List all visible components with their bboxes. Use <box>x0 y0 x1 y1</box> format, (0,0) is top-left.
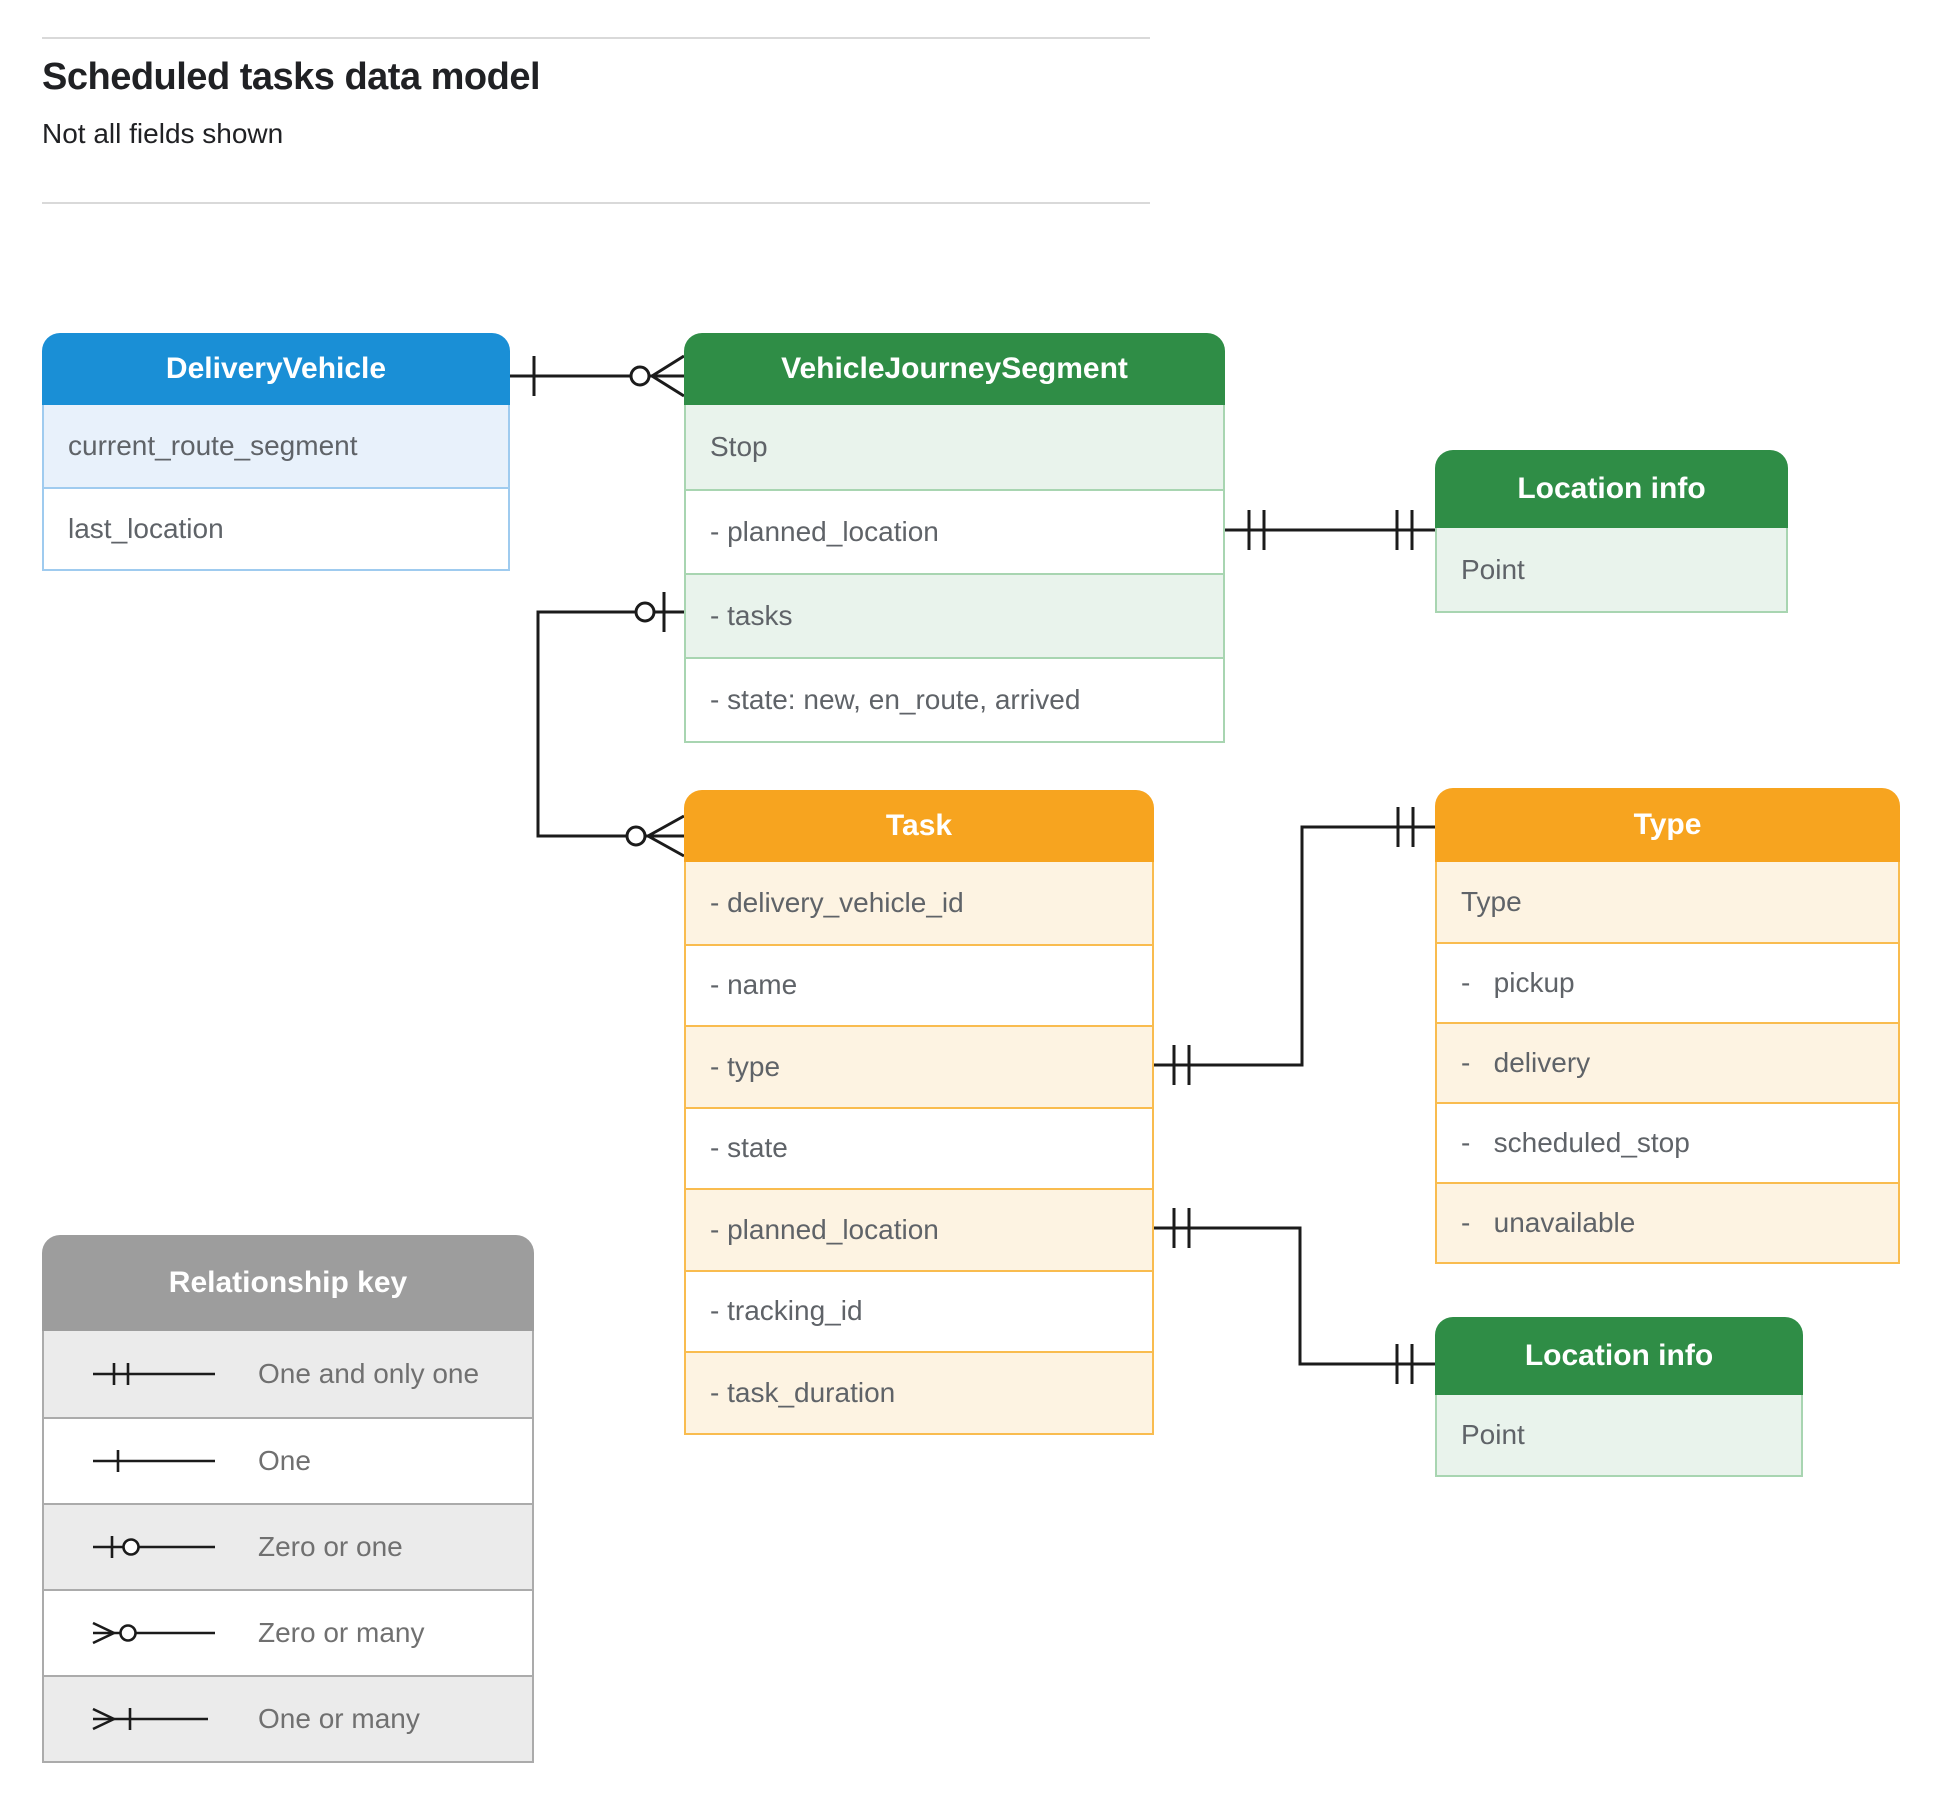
legend-item: One or many <box>44 1675 532 1761</box>
legend-item-label: One and only one <box>258 1358 480 1389</box>
connector-task-type <box>1154 807 1435 1085</box>
field-row: - state: new, en_route, arrived <box>686 657 1223 741</box>
relationship-key-title: Relationship key <box>42 1235 534 1331</box>
field-row: last_location <box>44 487 508 569</box>
entity-delivery-vehicle-title: DeliveryVehicle <box>42 333 510 405</box>
connector-deliveryvehicle-vehiclejourneysegment <box>510 354 685 398</box>
field-row: - unavailable <box>1437 1182 1898 1262</box>
cardinality-one-icon <box>93 1450 215 1472</box>
cardinality-zero-or-one-icon <box>93 1536 215 1558</box>
page-subtitle: Not all fields shown <box>42 118 284 149</box>
legend-item: Zero or one <box>44 1503 532 1589</box>
entity-task: Task - delivery_vehicle_id - name - type… <box>684 790 1154 1435</box>
subtitle-rule <box>42 202 1150 204</box>
entity-location-info-bottom: Location info Point <box>1435 1317 1803 1477</box>
entity-task-title: Task <box>684 790 1154 862</box>
field-row: - planned_location <box>686 489 1223 573</box>
entity-location-info-top: Location info Point <box>1435 450 1788 613</box>
field-row: - tasks <box>686 573 1223 657</box>
field-row: Type <box>1437 862 1898 942</box>
entity-type: Type Type - pickup - delivery - schedule… <box>1435 788 1900 1264</box>
page-title: Scheduled tasks data model <box>42 56 541 98</box>
field-row: - name <box>686 943 1152 1025</box>
entity-vehicle-journey-segment: VehicleJourneySegment Stop - planned_loc… <box>684 333 1225 743</box>
field-row: - state <box>686 1106 1152 1188</box>
entity-vehicle-journey-segment-title: VehicleJourneySegment <box>684 333 1225 405</box>
field-row: current_route_segment <box>44 405 508 487</box>
cardinality-zero-or-many-icon <box>92 1621 215 1645</box>
field-row: Point <box>1437 528 1786 611</box>
cardinality-one-and-only-one-icon <box>93 1363 215 1385</box>
legend-item-label: One or many <box>258 1703 420 1734</box>
field-row: - tracking_id <box>686 1269 1152 1351</box>
legend-item: One <box>44 1417 532 1503</box>
entity-location-info-bottom-title: Location info <box>1435 1317 1803 1395</box>
legend-item-label: Zero or one <box>258 1531 403 1562</box>
legend-item: One and only one <box>44 1331 532 1417</box>
field-row: - task_duration <box>686 1351 1152 1433</box>
field-row: Stop <box>686 405 1223 489</box>
field-row: Point <box>1437 1395 1801 1475</box>
field-row: - delivery <box>1437 1022 1898 1102</box>
top-rule <box>42 37 1150 39</box>
field-row: - pickup <box>1437 942 1898 1022</box>
field-row: - type <box>686 1025 1152 1107</box>
cardinality-one-or-many-icon <box>92 1707 208 1731</box>
legend-item: Zero or many <box>44 1589 532 1675</box>
connector-vehiclejourneysegment-task <box>536 592 685 858</box>
legend-item-label: Zero or many <box>258 1617 425 1648</box>
entity-delivery-vehicle: DeliveryVehicle current_route_segment la… <box>42 333 510 571</box>
connector-vehiclejourneysegment-locationinfo <box>1225 510 1435 550</box>
field-row: - delivery_vehicle_id <box>686 862 1152 944</box>
connector-task-locationinfo <box>1154 1208 1435 1384</box>
entity-type-title: Type <box>1435 788 1900 862</box>
field-row: - scheduled_stop <box>1437 1102 1898 1182</box>
entity-location-info-top-title: Location info <box>1435 450 1788 528</box>
legend-item-label: One <box>258 1445 311 1476</box>
relationship-key: Relationship key One and only one One Ze… <box>42 1235 534 1763</box>
field-row: - planned_location <box>686 1188 1152 1270</box>
